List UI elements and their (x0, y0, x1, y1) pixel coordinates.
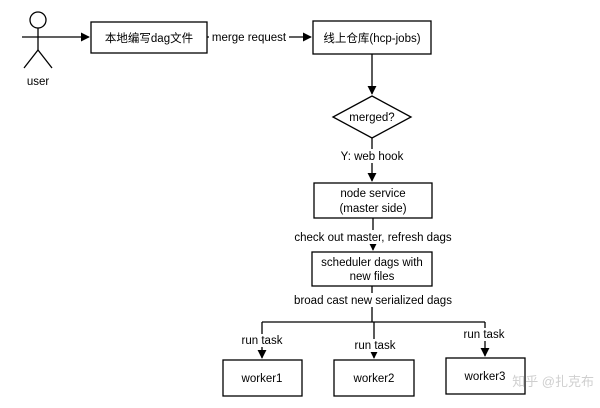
edge-label-run-task-2: run task (355, 340, 396, 352)
node-local-write: 本地编写dag文件 (90, 21, 208, 54)
user-label: user (27, 76, 50, 88)
node-local-write-label: 本地编写dag文件 (105, 31, 193, 45)
node-scheduler: scheduler dags with new files (311, 251, 433, 287)
node-merged-decision: merged? (331, 95, 413, 139)
edge-label-merge-request: merge request (212, 32, 287, 44)
edge-label-run-task-3: run task (464, 329, 505, 341)
worker2-label: worker2 (353, 373, 395, 385)
worker3-label: worker3 (464, 371, 506, 383)
node-worker3: worker3 (445, 357, 526, 395)
node-repo: 线上仓库(hcp-jobs) (312, 20, 432, 55)
edge-label-web-hook: Y: web hook (341, 151, 404, 163)
edge-label-broadcast: broad cast new serialized dags (294, 295, 452, 307)
node-node-service: node service (master side) (313, 182, 433, 219)
node-service-line1: node service (340, 188, 405, 200)
edge-label-checkout: check out master, refresh dags (294, 232, 451, 244)
user-actor-icon (22, 11, 54, 69)
node-merged-label: merged? (349, 112, 394, 124)
worker1-label: worker1 (241, 373, 283, 385)
edge-label-run-task-1: run task (242, 335, 283, 347)
watermark-text: 知乎 @扎克布 (512, 374, 594, 389)
node-repo-label: 线上仓库(hcp-jobs) (323, 31, 420, 45)
node-worker2: worker2 (333, 359, 415, 397)
node-scheduler-line1: scheduler dags with (321, 257, 423, 269)
node-worker1: worker1 (222, 359, 303, 397)
node-scheduler-line2: new files (350, 271, 395, 283)
node-service-line2: (master side) (339, 203, 406, 215)
